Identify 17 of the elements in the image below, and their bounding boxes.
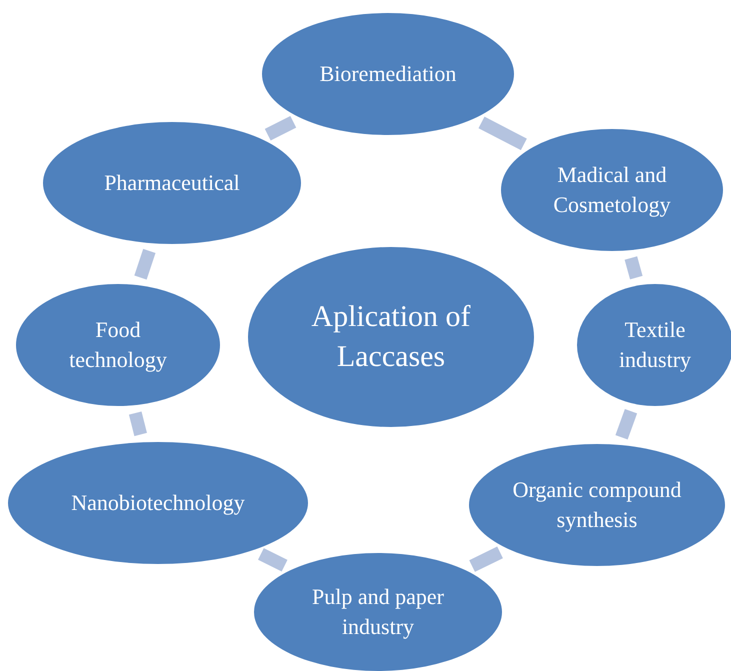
node-label: Pulp and paper industry <box>311 583 445 641</box>
node-label: Food technology <box>68 316 168 374</box>
node-label: Pharmaceutical <box>104 169 240 198</box>
connector-bar <box>134 248 156 280</box>
center-label: Aplication of Laccases <box>310 298 472 375</box>
node-label: Madical and Cosmetology <box>552 161 672 219</box>
connector-bar <box>264 116 296 140</box>
node-label: Bioremediation <box>320 60 456 88</box>
node-label: Organic compound synthesis <box>512 476 682 534</box>
connector-bar <box>624 256 643 280</box>
connector-bar <box>615 409 638 440</box>
connector-bar <box>469 546 503 572</box>
connector-bar <box>478 116 527 150</box>
connector-bar <box>128 412 147 436</box>
node-label: Nanobiotechnology <box>71 489 245 518</box>
connector-bar <box>258 548 288 572</box>
node-label: Textile industry <box>618 316 692 374</box>
